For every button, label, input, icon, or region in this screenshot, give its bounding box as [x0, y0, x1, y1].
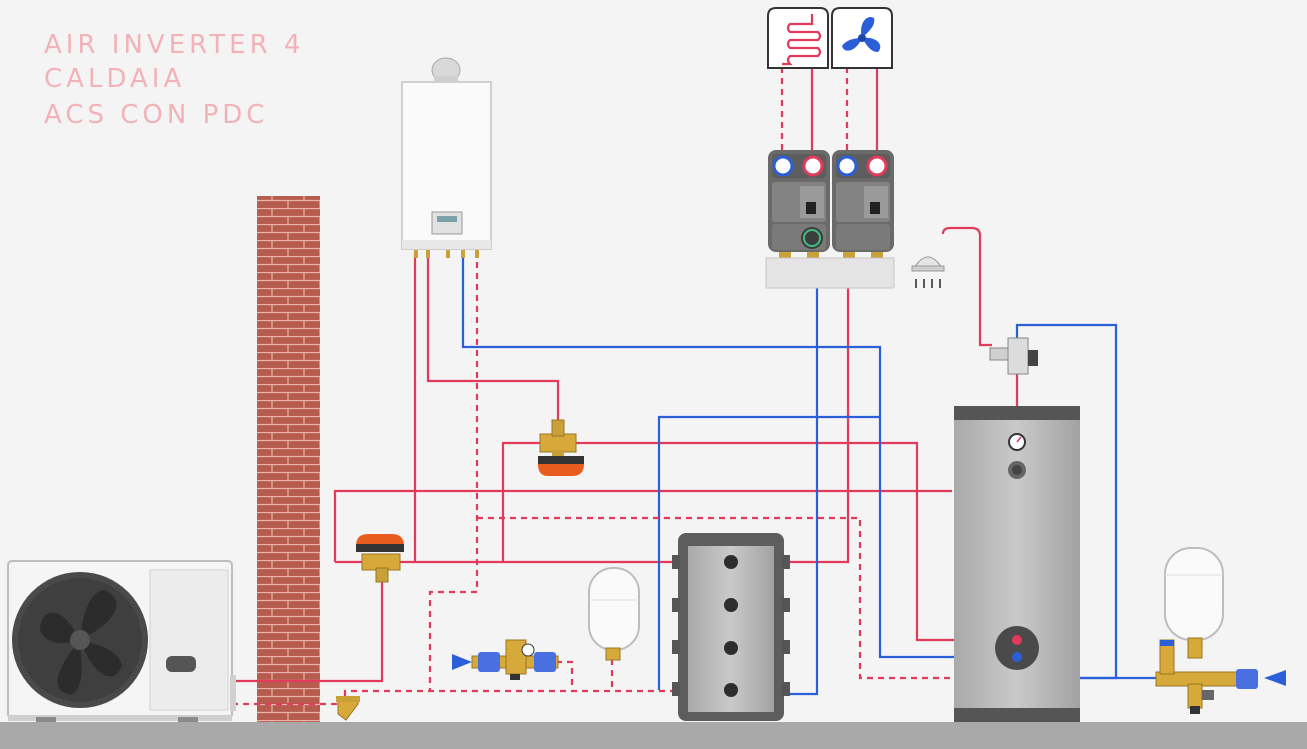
pump-kit-group [765, 150, 895, 289]
pipe-boiler-dashed [428, 251, 479, 691]
filling-group [452, 639, 559, 680]
title-line-3: ACS CON PDC [44, 100, 269, 130]
pipe-collector-main [335, 283, 850, 564]
pipe-collector-return [785, 288, 819, 696]
pipe-boiler-return [461, 251, 1014, 659]
dhw-tank [954, 406, 1080, 722]
pipe-hp-flow [232, 570, 384, 683]
cold-water-inlet-group [1155, 547, 1286, 714]
pipe-valve-loop [501, 441, 540, 562]
pipe-inertial-top-dashed [477, 516, 952, 680]
floor [0, 722, 1307, 749]
boiler [401, 57, 492, 258]
chimney [257, 196, 320, 722]
pipe-inertial-side [657, 415, 880, 690]
fan-icon [12, 572, 148, 708]
pipe-collector-branch [333, 489, 952, 562]
expansion-vessel-small [588, 567, 640, 661]
shower-icon [911, 256, 945, 288]
pipe-shower-hot [941, 226, 992, 347]
y-filter [336, 696, 360, 721]
title-line-1: AIR INVERTER 4 [44, 30, 305, 60]
buffer-tank [672, 533, 790, 721]
pump-kit-2 [832, 150, 894, 252]
zone-valve-upper [538, 419, 584, 476]
heat-pump-unit [7, 560, 236, 722]
thermostatic-mixer [989, 337, 1038, 375]
pipe-valve-to-coil [575, 441, 1014, 642]
fan-coil-icon [831, 7, 893, 69]
pipe-fill-dashed [556, 660, 574, 691]
diverter-valve-lower [356, 534, 404, 583]
pump-kit-1 [768, 150, 830, 252]
floor-heating-coil-icon [767, 7, 829, 69]
collector-manifold [765, 257, 895, 289]
coil-port [995, 626, 1039, 670]
title-line-2: CALDAIA [44, 64, 186, 94]
pipe-boiler-to-valve [426, 251, 560, 420]
pipe-hp-return-dashed [232, 689, 678, 706]
